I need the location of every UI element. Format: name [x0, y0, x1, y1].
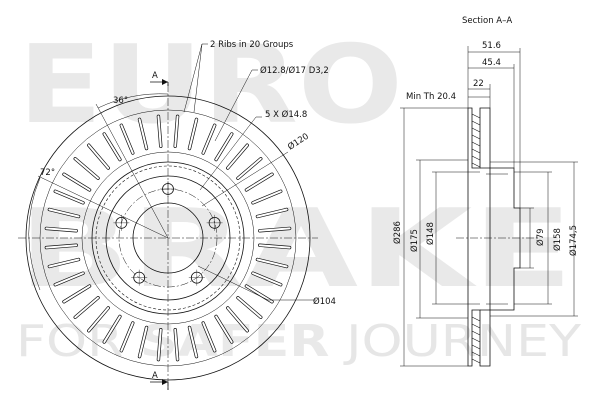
vent-slot-inner	[48, 258, 80, 268]
section-rib	[471, 113, 481, 119]
vent-slot-inner	[256, 258, 288, 268]
vent-slot-inner	[103, 315, 121, 344]
section-rib	[471, 316, 481, 322]
vent-slot-inner	[226, 306, 249, 332]
vent-slots	[44, 114, 292, 362]
section-rib	[471, 148, 481, 154]
ribs-leader-2	[193, 43, 203, 113]
vent-slot-inner	[138, 326, 148, 358]
section-mark-top-arrowhead	[162, 79, 168, 85]
vent-slot-inner	[45, 244, 78, 249]
watermark-tagline-journey: JOURNEY	[330, 316, 582, 367]
vent-slot-inner	[215, 315, 233, 344]
holes-note: Ø12.8/Ø17 D3,2	[260, 65, 329, 76]
vent-slot-inner	[174, 115, 179, 148]
vent-slot-inner	[236, 157, 262, 180]
angle-72-ref-line	[37, 175, 169, 239]
dim-175: Ø175	[409, 229, 420, 252]
vent-slot-inner	[258, 227, 291, 232]
vent-slot-inner	[62, 173, 91, 191]
bolt-note: 5 X Ø14.8	[265, 109, 307, 120]
dim-22: 22	[473, 79, 484, 89]
dim-174-5: Ø174,5	[568, 225, 579, 256]
vent-slot-inner	[120, 321, 134, 352]
vent-slot-inner	[202, 321, 216, 352]
vent-slot-inner	[157, 328, 162, 361]
section-title: Section A–A	[462, 16, 512, 26]
bolt-leader	[199, 116, 262, 191]
section-mark-top-label: A	[152, 71, 158, 81]
vent-slot-inner	[54, 272, 85, 286]
section-view: Section A–A 51.6 45.4 22 Min Th 20.4 Ø28…	[392, 16, 579, 367]
vent-slot-inner	[87, 306, 110, 332]
vent-slot-inner	[48, 208, 80, 218]
vent-slot-inner	[45, 227, 78, 232]
watermark-euro: EURO	[18, 23, 403, 148]
section-rib	[471, 134, 481, 140]
angle-36-ref-line	[95, 103, 169, 239]
section-vent-ribs	[471, 113, 481, 364]
vent-slot-inner	[258, 244, 291, 249]
min-thickness-label: Min Th 20.4	[406, 92, 456, 102]
pcd-leader	[201, 151, 289, 207]
dim-51-6: 51.6	[482, 41, 501, 51]
angle-72-arc	[28, 177, 41, 291]
angle-36-arc	[97, 93, 169, 109]
vent-slot-inner	[236, 296, 262, 319]
section-rib	[471, 351, 481, 357]
section-rib	[471, 127, 481, 133]
ribs-note: 2 Ribs in 20 Groups	[210, 40, 294, 50]
section-rib	[471, 155, 481, 161]
vent-slot-inner	[251, 190, 282, 204]
angle-72-label: 72°	[40, 168, 55, 178]
watermark-tagline-for: FOR	[16, 316, 140, 367]
section-rib	[471, 358, 481, 364]
vent-slot-inner	[256, 208, 288, 218]
section-rib	[471, 330, 481, 336]
vent-slot-inner	[62, 285, 91, 303]
vent-slot-inner	[226, 144, 249, 170]
section-mark-bottom-arrowhead	[162, 379, 168, 385]
dim-79: Ø79	[535, 228, 546, 246]
vent-slot-inner	[215, 132, 233, 161]
section-rib	[471, 141, 481, 147]
section-mark-bottom-label: A	[152, 371, 158, 381]
vent-slot-inner	[174, 328, 179, 361]
section-rib	[471, 323, 481, 329]
center-bore-label: Ø104	[313, 296, 336, 307]
vent-slot-inner	[74, 296, 100, 319]
angle-36-label: 36°	[113, 96, 128, 106]
bore-leader	[197, 265, 316, 301]
section-rib	[471, 120, 481, 126]
vent-slot-inner	[245, 285, 274, 303]
watermark-tagline-safer: SAFER	[140, 316, 330, 367]
vent-slot-inner	[251, 272, 282, 286]
vent-slot-inner	[120, 124, 134, 155]
vent-slot-inner	[157, 115, 162, 148]
vent-slot-inner	[188, 326, 198, 358]
dim-158: Ø158	[552, 228, 563, 251]
dim-148: Ø148	[425, 222, 436, 245]
section-rib	[471, 344, 481, 350]
bolt-holes	[113, 181, 223, 286]
vent-slot-inner	[54, 190, 85, 204]
vent-slot-inner	[245, 173, 274, 191]
holes-leader	[214, 69, 258, 142]
section-outline	[467, 107, 491, 367]
watermark-tagline: FOR SAFER JOURNEY	[16, 316, 581, 367]
vent-slot-inner	[74, 157, 100, 180]
vent-slot-inner	[188, 118, 198, 150]
section-rib	[471, 162, 481, 168]
dim-286: Ø286	[392, 221, 403, 244]
section-rib	[471, 337, 481, 343]
dim-45-4: 45.4	[482, 58, 501, 68]
vent-slot-inner	[202, 124, 216, 155]
vent-slot-inner	[138, 118, 148, 150]
vent-slot-inner	[103, 132, 121, 161]
vent-slot-inner	[87, 144, 110, 170]
